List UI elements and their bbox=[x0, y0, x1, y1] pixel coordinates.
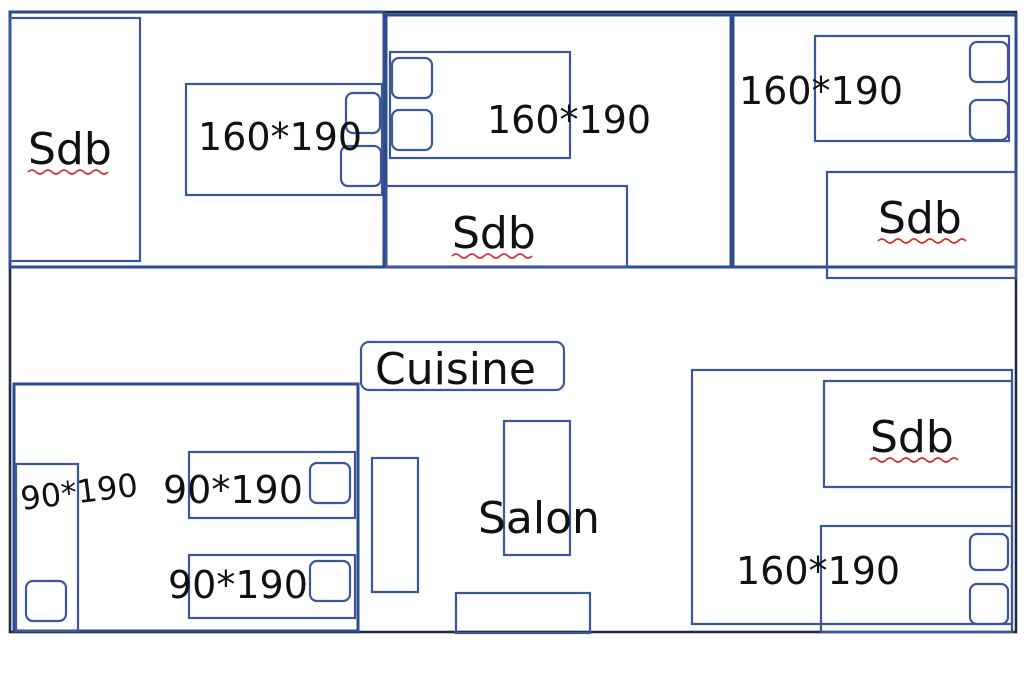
room-top-right-outline bbox=[731, 13, 1018, 269]
salon-label: Salon bbox=[478, 493, 600, 544]
bed-top-mid-label: 160*190 bbox=[487, 98, 651, 142]
sdb-bottom-right-box bbox=[822, 379, 1014, 489]
cuisine-box bbox=[359, 340, 566, 392]
bed-top-left-pillow-1 bbox=[344, 91, 382, 135]
bed-top-left-pillow-2 bbox=[339, 144, 383, 188]
sdb-top-mid-label: Sdb bbox=[452, 208, 536, 259]
bed-single-upper-label: 90*190 bbox=[163, 468, 303, 512]
bed-top-right-pillow-2 bbox=[968, 98, 1010, 142]
bed-single-upper-frame bbox=[187, 450, 357, 520]
sdb-top-mid-squiggle bbox=[451, 253, 533, 259]
bed-single-tilted-pillow bbox=[24, 579, 68, 623]
cuisine-label: Cuisine bbox=[375, 344, 536, 395]
sdb-top-mid-box bbox=[384, 184, 629, 269]
bed-bottom-right-frame bbox=[819, 524, 1014, 634]
room-bottom-left-outline bbox=[12, 382, 360, 633]
bed-bottom-right-pillow-2 bbox=[968, 582, 1010, 626]
salon-tv-unit bbox=[454, 591, 592, 635]
bed-single-lower-frame bbox=[187, 553, 357, 620]
bed-top-right-frame bbox=[813, 34, 1011, 143]
bed-top-mid-frame bbox=[388, 50, 572, 160]
bed-single-tilted-label: 90*190 bbox=[18, 466, 140, 518]
bed-single-tilted-frame bbox=[14, 462, 80, 633]
bed-top-mid-pillow-2 bbox=[390, 108, 434, 152]
bed-single-lower-pillow bbox=[308, 559, 352, 603]
sdb-top-left-squiggle bbox=[27, 169, 109, 175]
sdb-top-left-box bbox=[8, 16, 142, 263]
sdb-bottom-right-squiggle bbox=[869, 457, 959, 463]
bed-top-left-label: 160*190 bbox=[198, 115, 362, 159]
salon-sofa bbox=[370, 456, 420, 594]
room-bottom-right-outline bbox=[690, 368, 1014, 626]
sdb-bottom-right-label: Sdb bbox=[870, 412, 954, 463]
bed-top-mid-pillow-1 bbox=[390, 56, 434, 100]
bed-single-lower-label: 90*190 bbox=[168, 563, 308, 607]
bed-single-upper-pillow bbox=[308, 461, 352, 505]
sdb-top-right-squiggle bbox=[877, 238, 967, 244]
sdb-top-right-label: Sdb bbox=[878, 193, 962, 244]
bed-bottom-right-label: 160*190 bbox=[736, 549, 900, 593]
bed-bottom-right-pillow-1 bbox=[968, 532, 1010, 572]
bed-top-left-frame bbox=[184, 82, 384, 197]
sdb-top-right-box bbox=[825, 170, 1018, 280]
bed-top-right-pillow-1 bbox=[968, 40, 1010, 84]
sdb-top-left-label: Sdb bbox=[28, 124, 112, 175]
bed-top-right-label: 160*190 bbox=[739, 69, 903, 113]
salon-table bbox=[502, 419, 572, 557]
